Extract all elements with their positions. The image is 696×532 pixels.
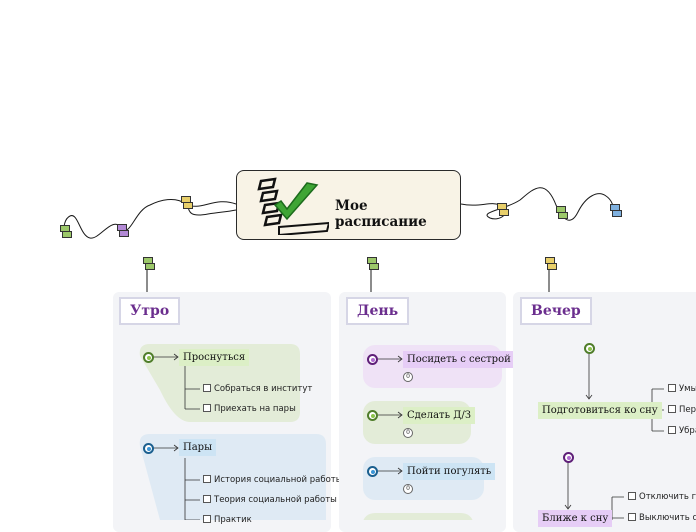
checkbox[interactable] [203, 404, 211, 412]
checkbox[interactable] [203, 495, 211, 503]
marker-flag [143, 257, 155, 270]
topic-go-for-walk[interactable]: Пойти погулять [403, 463, 496, 480]
topic-wake-up[interactable]: Проснуться [179, 349, 250, 366]
marker-flag [117, 224, 129, 237]
topic-start-dot [584, 343, 595, 354]
task-item[interactable]: Собраться в институт [203, 384, 312, 394]
topic-classes[interactable]: Пары [179, 439, 217, 456]
checkbox[interactable] [203, 475, 211, 483]
topic-start-dot [563, 452, 574, 463]
topic-start-dot [143, 443, 154, 454]
counter-badge: 0 [403, 372, 413, 382]
checkbox[interactable] [203, 384, 211, 392]
topic-homework[interactable]: Сделать Д/З [403, 407, 475, 424]
topic-sit-with-sister[interactable]: Посидеть с сестрой [403, 351, 515, 368]
checkbox[interactable] [628, 492, 636, 500]
marker-flag [610, 204, 622, 217]
marker-flag [181, 196, 193, 209]
checkbox[interactable] [668, 426, 676, 434]
column-title-morning[interactable]: Утро [119, 297, 181, 325]
central-topic-title: Мое расписание [335, 198, 427, 230]
topic-start-dot [367, 466, 378, 477]
task-item[interactable]: Выключить свет [628, 513, 696, 523]
task-item[interactable]: Отключить гадж [628, 492, 696, 502]
counter-badge: 0 [403, 428, 413, 438]
task-item[interactable]: Умы [668, 384, 696, 394]
column-title-day[interactable]: День [346, 297, 410, 325]
task-item[interactable]: Теория социальной работы [203, 495, 337, 505]
evening-shapes [564, 353, 664, 520]
checklist-icon [257, 177, 329, 235]
mind-map-canvas: Мое расписание Утро Проснуться Собраться… [60, 170, 696, 532]
marker-flag [545, 257, 557, 270]
counter-badge: 0 [403, 484, 413, 494]
topic-start-dot [367, 354, 378, 365]
task-item[interactable]: Пере [668, 405, 696, 415]
task-item[interactable]: История социальной работы [203, 475, 342, 485]
topic-prepare-for-sleep[interactable]: Подготовиться ко сну [538, 402, 662, 419]
column-title-evening[interactable]: Вечер [520, 297, 592, 325]
marker-flag [367, 257, 379, 270]
checkbox[interactable] [668, 405, 676, 413]
marker-flag [556, 206, 568, 219]
task-item[interactable]: Убра [668, 426, 696, 436]
marker-flag [497, 203, 509, 216]
central-topic[interactable]: Мое расписание [236, 170, 461, 240]
checkbox[interactable] [668, 384, 676, 392]
topic-start-dot [143, 352, 154, 363]
marker-flag [60, 225, 72, 238]
topic-closer-to-sleep[interactable]: Ближе к сну [538, 510, 613, 527]
task-item[interactable]: Приехать на пары [203, 404, 296, 414]
topic-start-dot [367, 410, 378, 421]
